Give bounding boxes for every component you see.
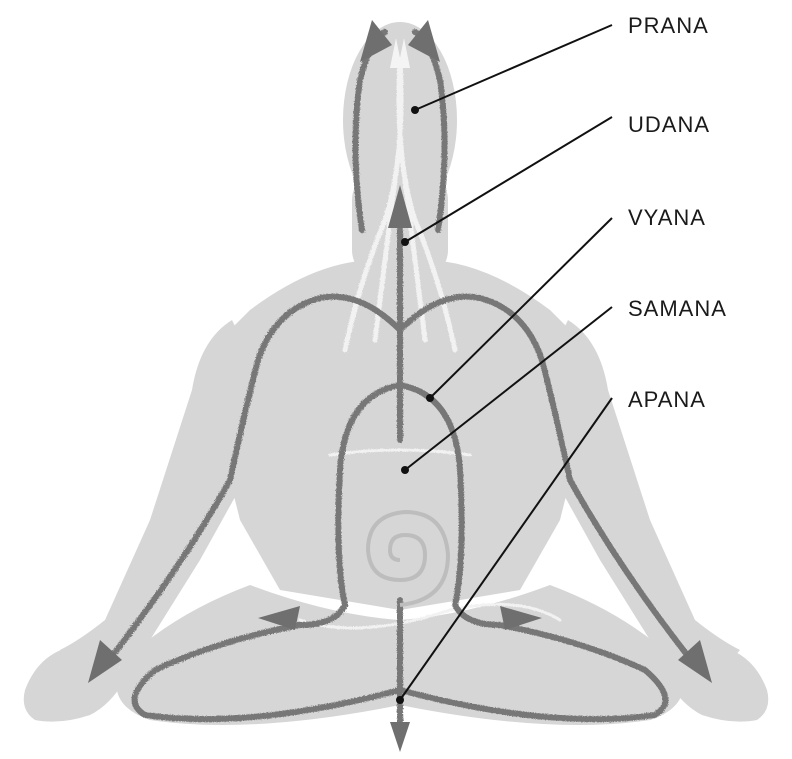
label-apana: APANA bbox=[628, 387, 706, 412]
arrow-down-icon bbox=[390, 722, 410, 752]
label-samana: SAMANA bbox=[628, 296, 727, 321]
label-vyana: VYANA bbox=[628, 205, 706, 230]
label-prana: PRANA bbox=[628, 13, 709, 38]
label-udana: UDANA bbox=[628, 112, 710, 137]
labels: PRANA UDANA VYANA SAMANA APANA bbox=[628, 13, 727, 412]
